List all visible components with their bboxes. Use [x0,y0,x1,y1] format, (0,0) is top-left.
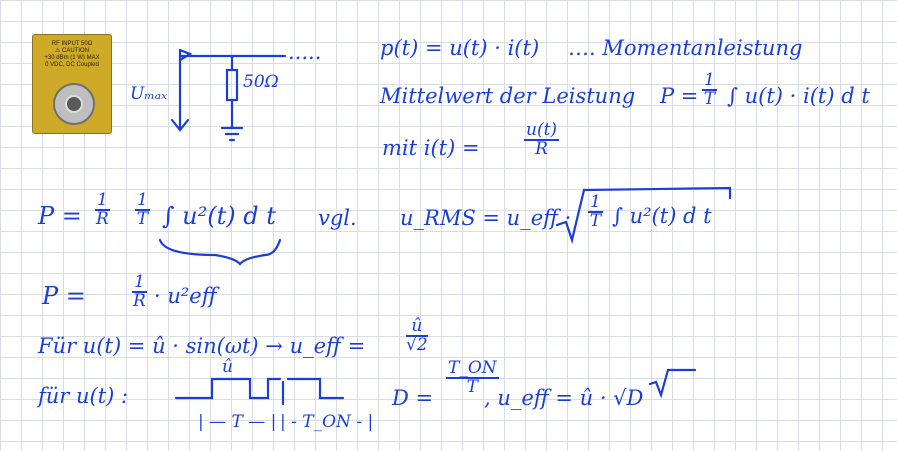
rf-input-photo: RF INPUT 50Ω ⚠ CAUTION +30 dBm (1 W) MAX… [32,34,112,134]
pulse-on-time: | - T_ON - | [280,412,374,432]
power-eff-p: P = [42,282,86,310]
pulse-case: für u(t) : [38,384,129,408]
fraction-denominator: T [703,89,716,109]
photo-label-line: +30 dBm (1 W) MAX [44,55,100,61]
fraction-denominator: R [133,291,146,311]
power-eff-ueff: · u²eff [154,284,217,308]
fraction-numerator: 1 [702,70,717,91]
power-fraction-t: 1 T [135,192,150,228]
mean-power-p: P = [660,84,699,108]
power-p-label: P = [38,202,82,230]
photo-label-line: ⚠ CAUTION [54,48,90,54]
rms-fraction: 1 T [588,194,603,230]
fraction-denominator: T [466,377,478,397]
fraction-numerator: u(t) [524,120,560,141]
fraction-denominator: T [136,209,149,229]
pulse-period: | — T — | [198,412,277,432]
fraction-denominator: T [589,211,602,231]
pulse-amplitude: û [222,357,233,377]
sine-ueff-fraction: û √2 [406,318,428,354]
fraction-numerator: 1 [95,190,110,211]
current-definition: mit i(t) = [382,136,480,160]
wire-dots: ..... [288,40,322,64]
power-eff-fraction: 1 R [132,274,147,310]
duty-cycle-fraction: T_ON T [446,360,499,396]
photo-label-line: 0 VDC, DC Coupled [45,62,99,68]
fraction-denominator: R [96,209,109,229]
photo-label: RF INPUT 50Ω ⚠ CAUTION +30 dBm (1 W) MAX… [35,41,109,69]
photo-label-line: RF INPUT 50Ω [51,41,93,47]
fraction-denominator: √2 [406,335,428,355]
rms-definition: u_RMS = u_eff · [400,206,572,230]
power-integral: ∫ u²(t) d t [162,202,276,230]
mean-power-fraction: 1 T [702,72,717,108]
fraction-numerator: 1 [135,190,150,211]
sine-case: Für u(t) = û · sin(ωt) → u_eff = [38,334,366,358]
resistor-label: 50Ω [243,72,279,92]
pulse-ueff: , u_eff = û · √D [484,386,644,410]
connector-icon [53,83,95,125]
rms-integral: ∫ u²(t) d t [612,204,712,228]
source-label: Uₘₐₓ [130,84,168,104]
compare-label: vgl. [318,206,357,230]
fraction-numerator: 1 [132,272,147,293]
mean-power-integral: ∫ u(t) · i(t) d t [727,84,870,108]
fraction-numerator: û [406,318,428,337]
mean-power-label: Mittelwert der Leistung [380,84,636,108]
power-fraction-r: 1 R [95,192,110,228]
fraction-denominator: R [535,139,548,159]
current-fraction: u(t) R [524,120,560,159]
fraction-numerator: T_ON [446,358,499,379]
duty-cycle-label: D = [392,386,434,410]
fraction-numerator: 1 [588,192,603,213]
instant-power-label: …. Momentanleistung [568,36,803,60]
instant-power-formula: p(t) = u(t) · i(t) [380,36,540,60]
